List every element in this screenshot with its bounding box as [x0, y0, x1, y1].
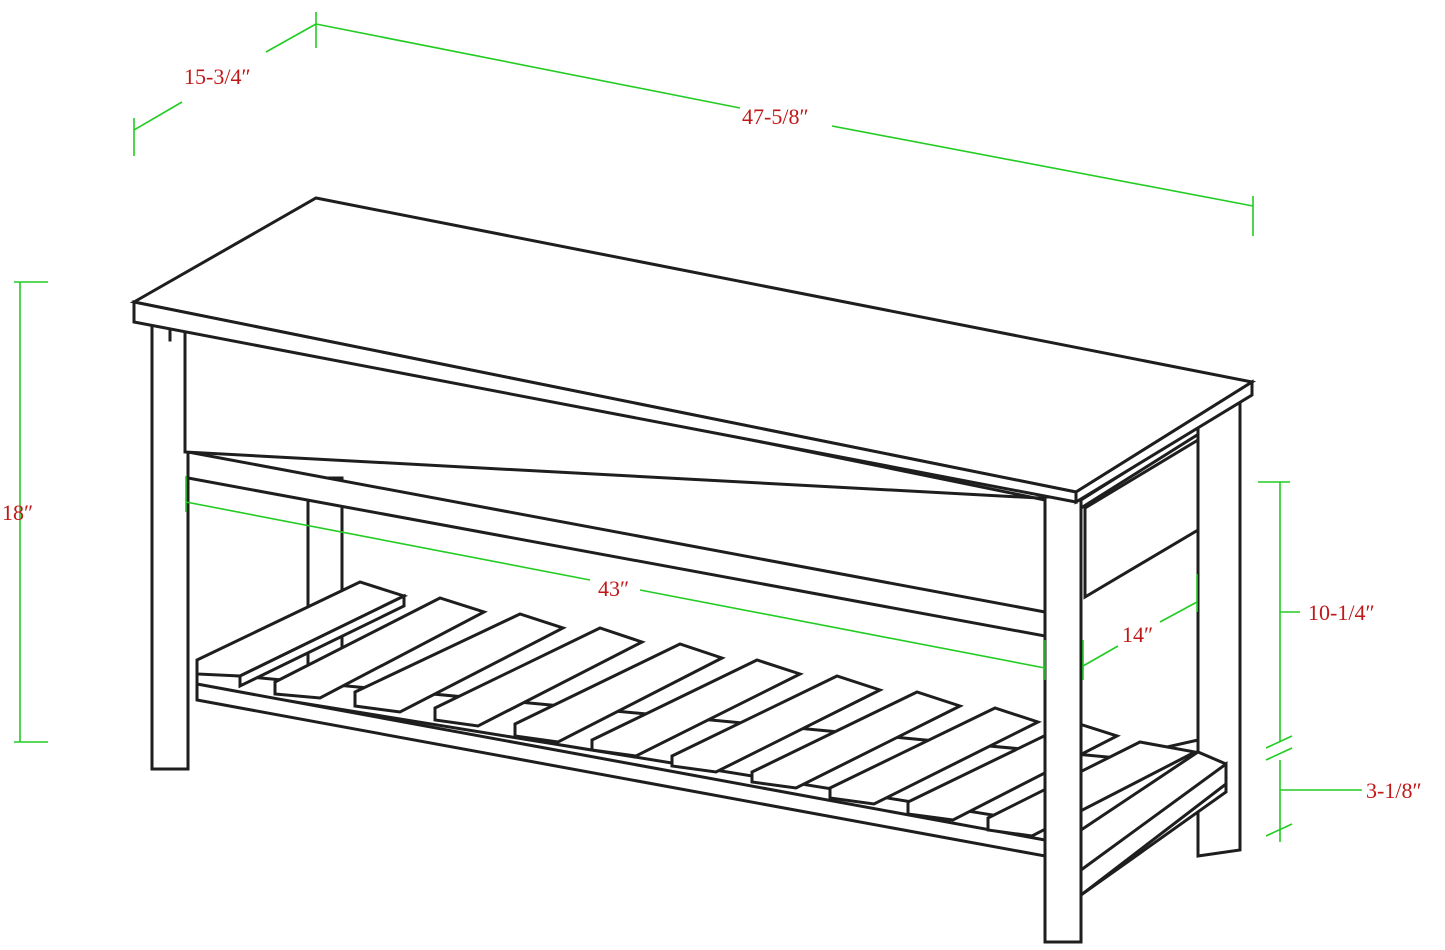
depth-line-a	[133, 101, 183, 131]
width-label: 47-5/8″	[742, 104, 809, 129]
inner-width-line-a	[185, 501, 591, 581]
height-label: 18″	[2, 500, 33, 525]
dimension-labels: 15-3/4″ 47-5/8″ 18″ 43″ 14″ 10-1/4″ 3-1/…	[2, 64, 1422, 803]
bench	[129, 196, 1257, 944]
front-right-leg	[1043, 495, 1083, 944]
slat	[828, 706, 1042, 806]
front-left-leg	[150, 320, 190, 771]
inner-depth-line-a	[1082, 645, 1119, 667]
opening-height-label: 10-1/4″	[1308, 600, 1375, 625]
shelf-height-label: 3-1/8″	[1366, 778, 1422, 803]
slat	[238, 593, 406, 689]
slat	[670, 674, 884, 774]
dimension-lines	[14, 12, 1362, 842]
inner-depth-line-b	[1159, 601, 1198, 623]
right-lower-rail-front	[1079, 761, 1228, 899]
shelf-slats	[195, 580, 1200, 838]
slat	[353, 612, 567, 714]
bench-top-side-edge	[1074, 379, 1254, 505]
width-line-b	[831, 125, 1254, 207]
slat	[273, 596, 488, 700]
slat	[590, 658, 804, 758]
depth-line-b	[265, 23, 317, 53]
width-line-a	[315, 23, 741, 109]
depth-label: 15-3/4″	[184, 64, 251, 89]
opening-break-a	[1265, 735, 1293, 749]
slat	[433, 626, 646, 728]
inner-depth-label: 14″	[1122, 622, 1153, 647]
slat	[986, 740, 1200, 838]
opening-break-b	[1265, 747, 1293, 761]
inner-width-line-b	[639, 589, 1046, 669]
slat	[513, 642, 726, 744]
slat	[750, 690, 964, 790]
shelf-break-a	[1265, 823, 1293, 837]
inner-width-label: 43″	[598, 576, 629, 601]
